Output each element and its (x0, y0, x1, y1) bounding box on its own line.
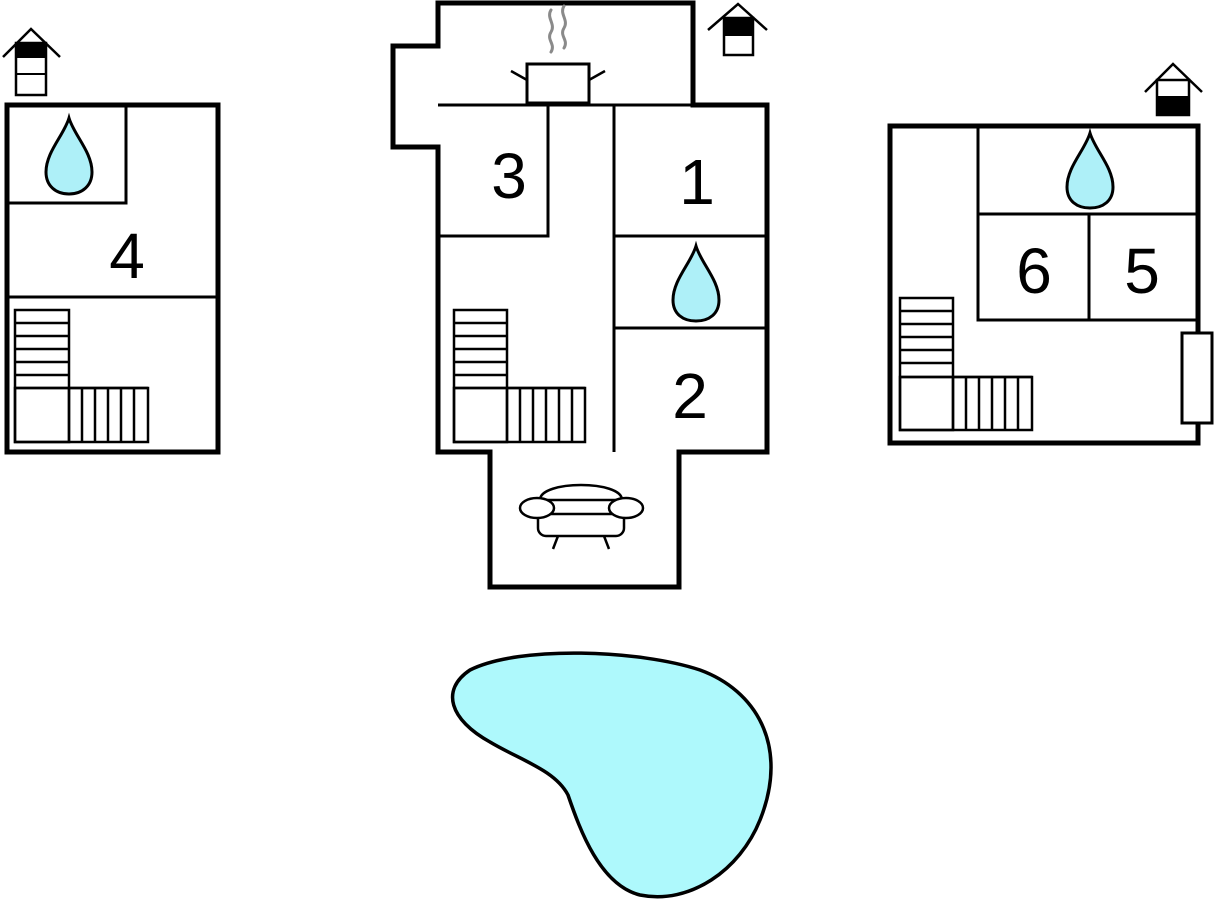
room-number-4: 4 (109, 220, 145, 292)
right-building-outline (887, 123, 1201, 446)
stairs-icon (13, 308, 150, 444)
house-level-icon (2, 27, 61, 97)
pool-icon (450, 651, 773, 899)
room3-wall (438, 105, 550, 238)
house-level-icon (707, 2, 768, 57)
water-drop-icon (671, 240, 721, 323)
room-number-6: 6 (1016, 235, 1052, 307)
stairs-icon (898, 296, 1034, 432)
right-building: 6 5 (887, 62, 1214, 446)
room-number-5: 5 (1124, 235, 1160, 307)
water-drop-icon (1065, 127, 1115, 210)
left-bathroom-wall (7, 105, 128, 205)
center-building: 3 1 2 (390, 0, 770, 590)
center-building-outline (390, 0, 770, 590)
room-number-2: 2 (672, 360, 708, 432)
room-number-1: 1 (679, 146, 715, 218)
inner-rooms-wall (976, 126, 1198, 322)
water-drop-icon (44, 112, 94, 196)
sofa-icon (518, 483, 645, 550)
room-number-3: 3 (491, 140, 527, 212)
left-building: 4 (2, 27, 221, 455)
side-bench (1180, 331, 1214, 425)
left-building-outline (4, 102, 221, 455)
cooking-pot-icon (510, 4, 606, 105)
stairs-icon (452, 308, 587, 444)
house-level-icon (1144, 62, 1203, 117)
